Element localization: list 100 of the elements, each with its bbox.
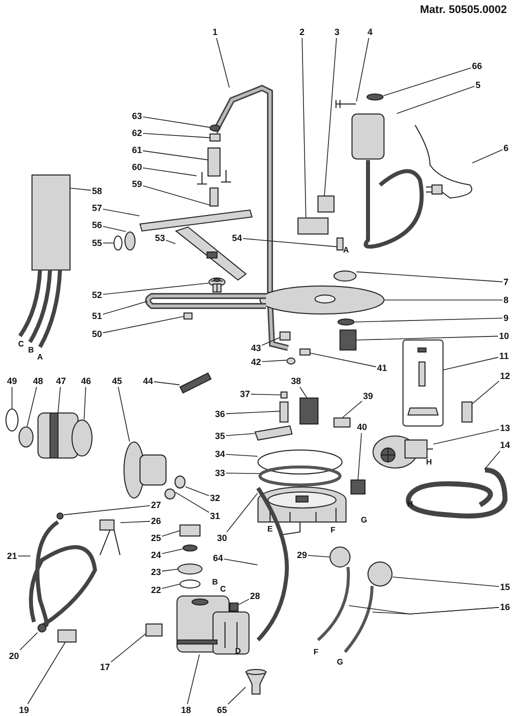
filter-disc-drawing (260, 286, 384, 314)
nut-drawing (210, 124, 220, 132)
water-softener-drawing (176, 596, 250, 654)
callout-number: 3 (334, 27, 340, 37)
leader-line (226, 410, 280, 414)
leader-line (302, 38, 306, 218)
motor-drawing (38, 412, 78, 458)
leader-line (262, 360, 287, 362)
leader-line (224, 558, 258, 566)
callout-number: 4 (368, 27, 372, 37)
callout-number: 33 (215, 468, 225, 478)
callout-number: 2 (300, 27, 304, 37)
leader-line (433, 429, 500, 444)
callout-number: 43 (251, 343, 261, 353)
callout-number: 35 (215, 431, 225, 441)
leader-line (262, 337, 280, 346)
connection-letter: G (360, 516, 368, 524)
leader-line (226, 433, 255, 436)
leader-line (154, 381, 180, 386)
leader-line (242, 238, 337, 248)
pressure-switch-drawing (330, 546, 350, 568)
callout-number: 60 (132, 162, 142, 172)
callout-number: 38 (291, 376, 301, 386)
callout-number: 11 (499, 351, 509, 361)
connection-letter: H (407, 500, 413, 508)
bracket-drawing (254, 425, 293, 441)
connection-letter: C (220, 584, 226, 594)
leader-line (26, 386, 37, 427)
leader-line (102, 300, 148, 315)
leader-line (356, 336, 498, 340)
seal-ring-drawing (258, 450, 342, 474)
callout-number: 32 (210, 493, 220, 503)
clip-drawing (280, 332, 290, 340)
seal-ring-drawing (174, 476, 186, 488)
callout-number: 42 (251, 357, 261, 367)
connection-letter: A (37, 352, 43, 362)
connection-letter: F (330, 526, 336, 534)
callout-number: 8 (504, 295, 508, 305)
leader-line (142, 185, 210, 206)
leader-line (226, 454, 258, 457)
callout-number: 9 (504, 313, 508, 323)
leader-line (142, 168, 197, 176)
filter-drawing (340, 330, 356, 350)
leader-line (358, 432, 362, 480)
callout-number: 23 (151, 567, 161, 577)
callout-number: 39 (363, 391, 373, 401)
callout-number: 44 (143, 376, 153, 386)
callout-number: 5 (476, 80, 480, 90)
sump-drawing (258, 486, 346, 536)
connector-drawing (100, 520, 120, 556)
cap-drawing (350, 480, 366, 494)
gasket-drawing (366, 94, 384, 100)
callout-number: 47 (56, 376, 66, 386)
callout-number: 54 (232, 233, 242, 243)
leader-line (102, 242, 114, 244)
pump-housing-drawing (124, 442, 166, 498)
leader-line (185, 486, 210, 496)
leader-line (166, 240, 176, 244)
callout-number: 58 (92, 186, 102, 196)
leader-line (310, 352, 376, 368)
bracket-drawing (298, 218, 328, 234)
callout-number: 52 (92, 290, 102, 300)
seal-ring-drawing (258, 466, 342, 486)
seal-ring-drawing (18, 426, 34, 448)
leader-line (84, 386, 86, 420)
connector-drawing (336, 238, 344, 250)
callout-number: 17 (100, 662, 110, 672)
tube-drawing (208, 148, 220, 176)
leader-line (27, 642, 66, 704)
knob-drawing (208, 278, 226, 292)
callout-number: 29 (297, 550, 307, 560)
callout-number: 27 (151, 500, 161, 510)
callout-number: 46 (81, 376, 91, 386)
connection-letter: D (235, 646, 241, 656)
leader-line (238, 598, 250, 606)
callout-number: 21 (7, 551, 17, 561)
leader-line (228, 686, 246, 705)
clip-drawing (334, 418, 350, 428)
nut-drawing (182, 544, 198, 552)
leader-line (120, 520, 150, 524)
callout-number: 55 (92, 238, 102, 248)
connection-letter: G (336, 658, 344, 666)
connection-letter: F (314, 648, 318, 656)
gasket-drawing (180, 580, 200, 588)
leader-line (20, 632, 38, 650)
callout-number: 10 (499, 331, 509, 341)
seal-ring-drawing (164, 488, 176, 500)
inlet-valve-drawing (58, 630, 76, 642)
clip-drawing (184, 312, 192, 320)
flange-drawing (72, 420, 92, 456)
leader-line (356, 271, 503, 282)
leader-line (226, 472, 260, 474)
leader-line (300, 386, 308, 398)
valve-drawing (146, 624, 162, 636)
leader-line (443, 356, 499, 370)
callout-number: 12 (500, 371, 510, 381)
spray-pipe-drawing (212, 84, 273, 134)
bolt-drawing (210, 188, 218, 206)
kit-frame-drawing (402, 340, 444, 426)
callout-number: 56 (92, 220, 102, 230)
